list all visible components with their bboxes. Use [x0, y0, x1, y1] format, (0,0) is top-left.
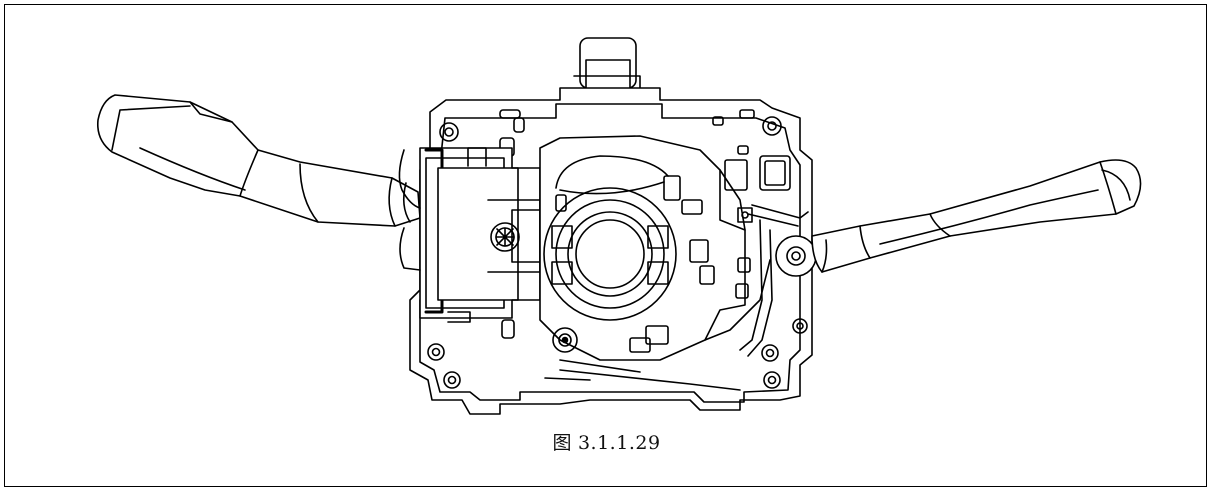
- caption-number: 3.1.1.29: [577, 432, 661, 454]
- caption-prefix: 图: [552, 432, 572, 454]
- left-lever-stalk-icon: [96, 94, 421, 227]
- right-linkage-icon: [737, 204, 809, 357]
- steering-ring-icon: [539, 135, 771, 391]
- right-lever-stalk-icon: [775, 159, 1142, 277]
- left-switch-block-icon: [398, 147, 543, 323]
